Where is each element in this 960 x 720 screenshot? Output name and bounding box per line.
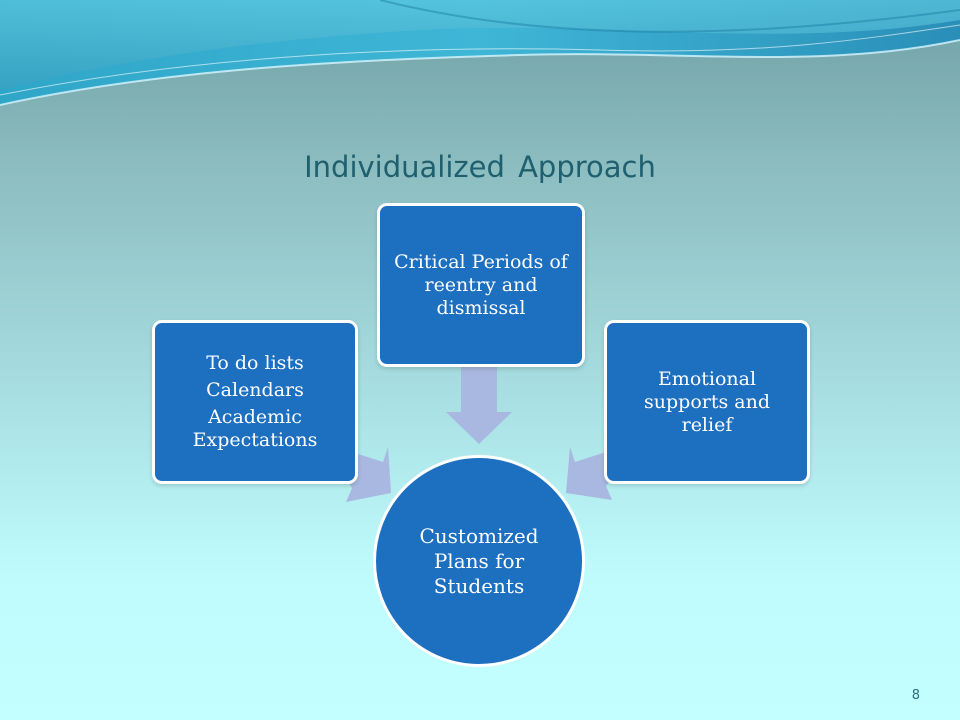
box-left-line-1: To do lists xyxy=(206,352,304,374)
decorative-waves xyxy=(0,0,960,106)
box-left-line-3: Academic Expectations xyxy=(192,406,318,451)
box-right-label: Emotional supports and relief xyxy=(644,367,770,436)
box-to-do-lists: To do lists Calendars Academic Expectati… xyxy=(152,320,358,484)
box-critical-periods: Critical Periods of reentry and dismissa… xyxy=(377,203,585,367)
center-circle-label: Customized Plans for Students xyxy=(419,523,539,598)
slide-title: Individualized Approach xyxy=(304,150,656,184)
box-emotional-supports: Emotional supports and relief xyxy=(604,320,810,484)
box-top-label: Critical Periods of reentry and dismissa… xyxy=(394,250,568,319)
center-circle: Customized Plans for Students xyxy=(373,455,585,667)
page-number: 8 xyxy=(911,688,920,703)
box-left-line-2: Calendars xyxy=(206,379,304,401)
